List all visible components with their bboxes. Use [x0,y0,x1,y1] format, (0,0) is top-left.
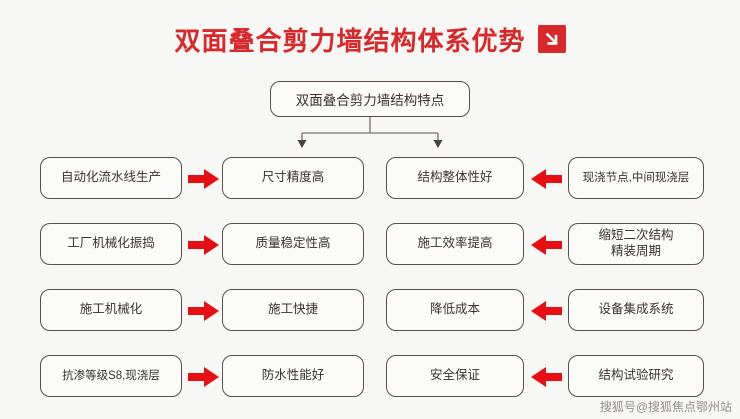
box-label: 质量稳定性高 [255,236,331,251]
box-label: 施工机械化 [79,302,143,317]
arrow-left-icon [528,233,564,257]
box-label: 设备集成系统 [598,302,674,317]
cause-box-right: 设备集成系统 [568,289,704,331]
cause-box-left: 施工机械化 [40,289,182,331]
effect-box-right: 安全保证 [386,355,524,397]
watermark: 搜狐号@搜狐焦点鄂州站 [599,400,732,414]
bracket-connector [290,117,450,149]
center-node: 双面叠合剪力墙结构特点 [270,81,470,117]
arrow-left-icon [528,167,564,191]
effect-box-left: 尺寸精度高 [222,157,364,199]
arrow-right-icon [186,233,222,257]
arrow-right-icon [186,365,222,389]
effect-box-right: 结构整体性好 [386,157,524,199]
box-label: 施工效率提高 [417,236,493,251]
arrow-left-icon [528,299,564,323]
center-node-label: 双面叠合剪力墙结构特点 [295,93,445,108]
diagram-row: 自动化流水线生产 尺寸精度高 结构整体性好 现浇节点,中间现浇层 [0,149,740,215]
box-label: 现浇节点,中间现浇层 [582,171,690,184]
box-label: 安全保证 [429,368,480,383]
cause-box-right: 现浇节点,中间现浇层 [568,157,704,199]
box-label: 抗渗等级S8,现浇层 [62,369,160,382]
box-label: 缩短二次结构 精装周期 [598,228,674,258]
box-label: 工厂机械化振捣 [67,236,155,251]
diagram-row: 工厂机械化振捣 质量稳定性高 施工效率提高 缩短二次结构 精装周期 [0,215,740,281]
diagram-rows: 自动化流水线生产 尺寸精度高 结构整体性好 现浇节点,中间现浇层 工厂机械化振捣 [0,149,740,413]
effect-box-left: 防水性能好 [222,355,364,397]
box-label: 尺寸精度高 [261,170,325,185]
box-label: 自动化流水线生产 [60,170,161,185]
box-label: 降低成本 [429,302,480,317]
arrow-right-icon [186,299,222,323]
box-label: 结构试验研究 [598,368,674,383]
cause-box-right: 结构试验研究 [568,355,704,397]
cause-box-left: 抗渗等级S8,现浇层 [40,355,182,397]
box-label: 施工快捷 [267,302,318,317]
page-title: 双面叠合剪力墙结构体系优势 [174,25,526,56]
diagram-row: 施工机械化 施工快捷 降低成本 设备集成系统 [0,281,740,347]
effect-box-left: 质量稳定性高 [222,223,364,265]
page-title-bar: 双面叠合剪力墙结构体系优势 [0,18,740,60]
arrow-right-icon [186,167,222,191]
cause-box-right: 缩短二次结构 精装周期 [568,223,704,265]
effect-box-right: 降低成本 [386,289,524,331]
box-label: 结构整体性好 [417,170,493,185]
box-label: 防水性能好 [261,368,325,383]
cause-box-left: 工厂机械化振捣 [40,223,182,265]
arrow-left-icon [528,365,564,389]
arrow-down-right-icon [537,25,566,53]
cause-box-left: 自动化流水线生产 [40,157,182,199]
diagram-row: 抗渗等级S8,现浇层 防水性能好 安全保证 结构试验研究 [0,347,740,413]
effect-box-right: 施工效率提高 [386,223,524,265]
effect-box-left: 施工快捷 [222,289,364,331]
